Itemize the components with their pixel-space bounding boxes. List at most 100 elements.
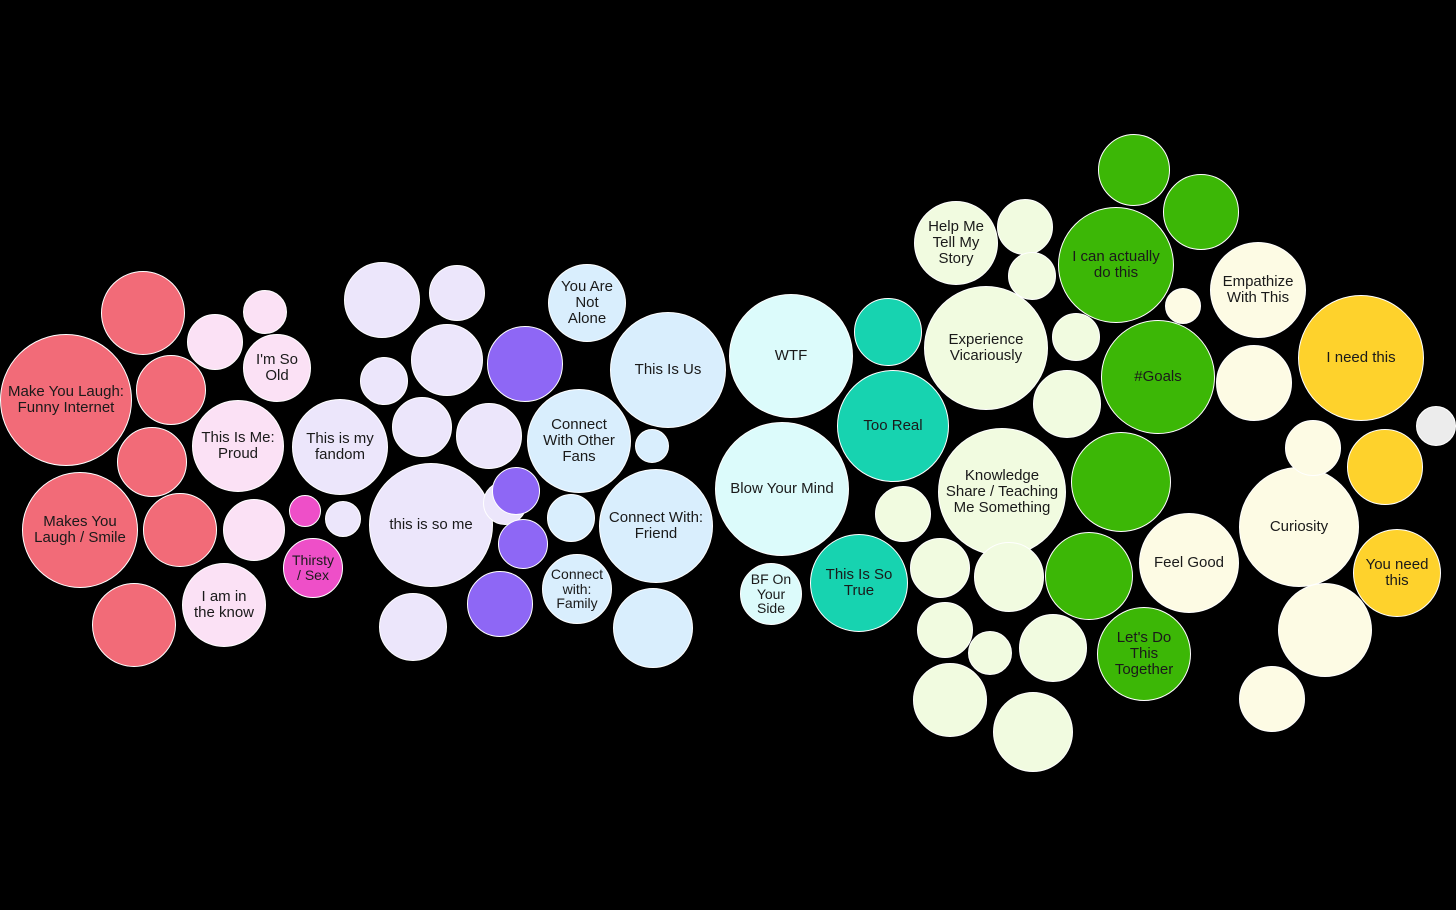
bubble-label: Curiosity <box>1269 518 1329 536</box>
bubble-i-need-this: I need this <box>1298 295 1424 421</box>
bubble-label: #Goals <box>1134 368 1182 386</box>
bubble-this-is-so-true: This Is So True <box>810 534 908 632</box>
bubble-unlabeled <box>875 486 931 542</box>
bubble-unlabeled <box>613 588 693 668</box>
bubble-label: Let's Do This Together <box>1114 629 1174 678</box>
bubble-unlabeled <box>456 403 522 469</box>
bubble-thirsty-sex: Thirsty / Sex <box>283 538 343 598</box>
bubble-label: You need this <box>1365 556 1429 589</box>
bubble-you-are-not-alone: You Are Not Alone <box>548 264 626 342</box>
bubble-help-me-tell-my-story: Help Me Tell My Story <box>914 201 998 285</box>
bubble-unlabeled <box>1033 370 1101 438</box>
bubble-label: Thirsty / Sex <box>292 552 334 583</box>
bubble-unlabeled <box>968 631 1012 675</box>
bubble-unlabeled <box>325 501 361 537</box>
bubble-unlabeled <box>411 324 483 396</box>
bubble-unlabeled <box>344 262 420 338</box>
bubble-unlabeled <box>289 495 321 527</box>
bubble-label: This Is Us <box>634 361 702 379</box>
bubble-unlabeled <box>467 571 533 637</box>
bubble-unlabeled <box>1008 252 1056 300</box>
bubble-label: Empathize With This <box>1222 273 1294 306</box>
bubble-unlabeled <box>1045 532 1133 620</box>
bubble-label: Blow Your Mind <box>730 480 834 498</box>
bubble-unlabeled <box>854 298 922 366</box>
bubble-unlabeled <box>974 542 1044 612</box>
bubble-make-you-laugh-funny-internet: Make You Laugh: Funny Internet <box>0 334 132 466</box>
bubble-label: Makes You Laugh / Smile <box>34 513 126 546</box>
bubble-label: This is my fandom <box>306 430 374 463</box>
bubble-unlabeled <box>1052 313 1100 361</box>
bubble-label: BF On Your Side <box>750 570 792 617</box>
bubble-unlabeled <box>117 427 187 497</box>
bubble-unlabeled <box>913 663 987 737</box>
bubble-unlabeled <box>635 429 669 463</box>
bubble-unlabeled <box>910 538 970 598</box>
bubble-unlabeled <box>1163 174 1239 250</box>
bubble-unlabeled <box>1347 429 1423 505</box>
bubble-label: Feel Good <box>1153 554 1225 572</box>
bubble-this-is-so-me: this is so me <box>369 463 493 587</box>
bubble-knowledge-share-teaching-me-something: Knowledge Share / Teaching Me Something <box>938 428 1066 556</box>
bubble-unlabeled <box>243 290 287 334</box>
bubble-unlabeled <box>360 357 408 405</box>
bubble-wtf: WTF <box>729 294 853 418</box>
bubble-unlabeled <box>993 692 1073 772</box>
bubble-unlabeled <box>492 467 540 515</box>
bubble-this-is-me-proud: This Is Me: Proud <box>192 400 284 492</box>
bubble-label: I can actually do this <box>1072 248 1160 281</box>
bubble-connect-with-family: Connect with: Family <box>542 554 612 624</box>
bubble-label: Connect With Other Fans <box>543 416 615 465</box>
bubble-blow-your-mind: Blow Your Mind <box>715 422 849 556</box>
bubble-unlabeled <box>487 326 563 402</box>
bubble-unlabeled <box>1216 345 1292 421</box>
bubble-let-s-do-this-together: Let's Do This Together <box>1097 607 1191 701</box>
bubble-label: This Is Me: Proud <box>201 429 275 462</box>
bubble-makes-you-laugh-smile: Makes You Laugh / Smile <box>22 472 138 588</box>
bubble-label: Experience Vicariously <box>948 331 1024 364</box>
bubble-i-can-actually-do-this: I can actually do this <box>1058 207 1174 323</box>
bubble-unlabeled <box>1071 432 1171 532</box>
bubble-unlabeled <box>1239 666 1305 732</box>
bubble-unlabeled <box>392 397 452 457</box>
bubble-unlabeled <box>223 499 285 561</box>
bubble-this-is-us: This Is Us <box>610 312 726 428</box>
bubble-label: This Is So True <box>825 566 893 599</box>
bubble-label: this is so me <box>389 516 473 534</box>
bubble-connect-with-other-fans: Connect With Other Fans <box>527 389 631 493</box>
bubble-i-m-so-old: I'm So Old <box>243 334 311 402</box>
bubble-label: I am in the know <box>193 588 255 621</box>
bubble-unlabeled <box>143 493 217 567</box>
bubble-experience-vicariously: Experience Vicariously <box>924 286 1048 410</box>
bubble-label: Too Real <box>863 417 923 435</box>
bubble-curiosity: Curiosity <box>1239 467 1359 587</box>
bubble-label: Help Me Tell My Story <box>928 218 984 267</box>
bubble-unlabeled <box>1416 406 1456 446</box>
bubble-unlabeled <box>547 494 595 542</box>
bubble-unlabeled <box>379 593 447 661</box>
bubble-label: Connect with: Family <box>550 565 604 612</box>
bubble-unlabeled <box>101 271 185 355</box>
bubble-unlabeled <box>1278 583 1372 677</box>
bubble-feel-good: Feel Good <box>1139 513 1239 613</box>
bubble-unlabeled <box>1019 614 1087 682</box>
bubble-label: You Are Not Alone <box>561 278 613 327</box>
bubble-this-is-my-fandom: This is my fandom <box>292 399 388 495</box>
bubble-unlabeled <box>1165 288 1201 324</box>
bubble-unlabeled <box>136 355 206 425</box>
bubble-you-need-this: You need this <box>1353 529 1441 617</box>
bubble-unlabeled <box>1098 134 1170 206</box>
bubble-unlabeled <box>1285 420 1341 476</box>
bubble-label: I'm So Old <box>255 351 299 384</box>
bubble-empathize-with-this: Empathize With This <box>1210 242 1306 338</box>
bubble-label: Make You Laugh: Funny Internet <box>8 383 124 416</box>
bubble-unlabeled <box>917 602 973 658</box>
bubble-goals: #Goals <box>1101 320 1215 434</box>
bubble-bf-on-your-side: BF On Your Side <box>740 563 802 625</box>
bubble-label: I need this <box>1326 349 1396 367</box>
bubble-label: Knowledge Share / Teaching Me Something <box>945 467 1059 516</box>
bubble-unlabeled <box>187 314 243 370</box>
bubble-unlabeled <box>92 583 176 667</box>
bubble-label: Connect With: Friend <box>608 509 704 542</box>
